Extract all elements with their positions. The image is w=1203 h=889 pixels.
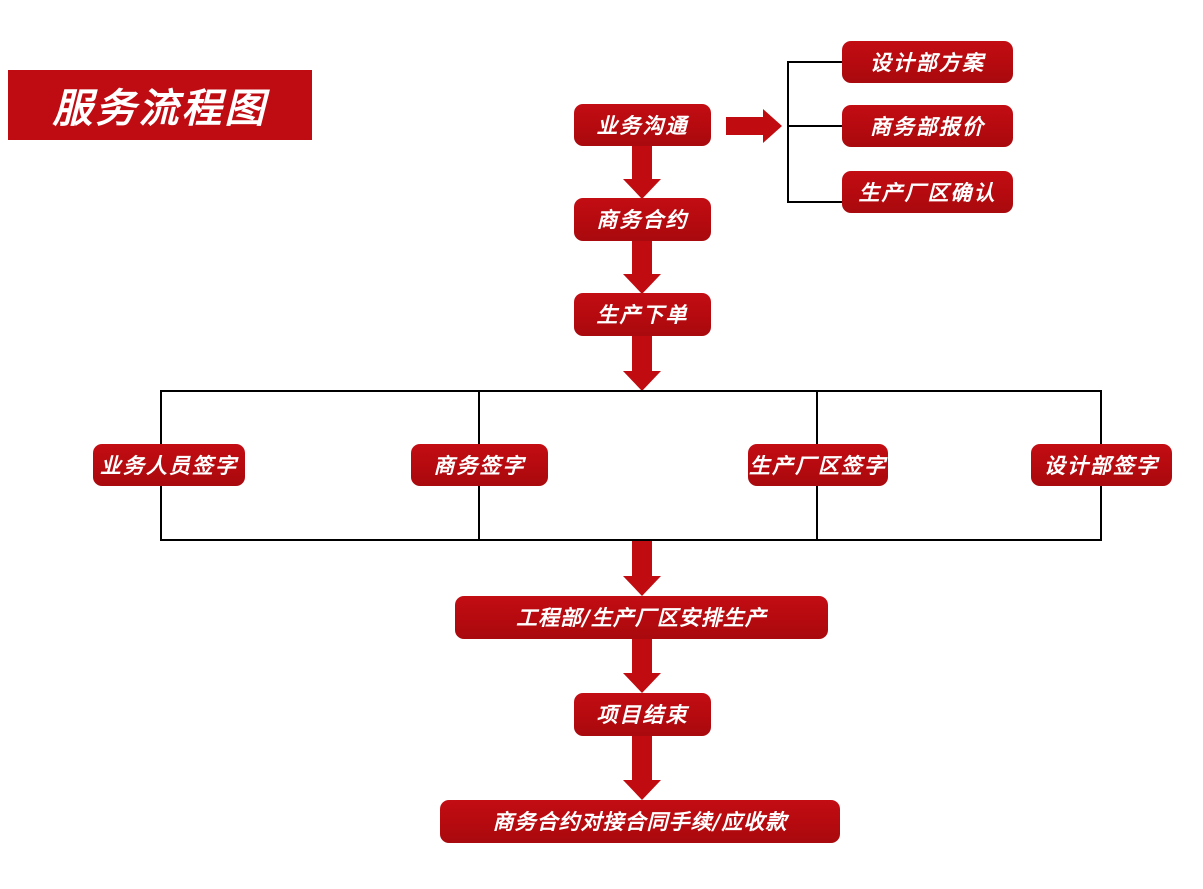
arrow-head bbox=[623, 780, 661, 800]
arrow-shaft bbox=[632, 336, 652, 372]
node-start-label: 业务沟通 bbox=[596, 112, 689, 138]
arrow-start-to-branches bbox=[726, 109, 782, 143]
node-project-end[interactable]: 项目结束 bbox=[574, 693, 711, 736]
branch-bracket-spine bbox=[787, 61, 789, 203]
signature-rail-top bbox=[160, 390, 1102, 392]
arrow-shaft bbox=[632, 541, 652, 577]
node-contract-settlement-label: 商务合约对接合同手续/应收款 bbox=[492, 809, 788, 834]
node-branch-factory-confirm[interactable]: 生产厂区确认 bbox=[842, 171, 1013, 213]
node-production-arrangement-label: 工程部/生产厂区安排生产 bbox=[516, 605, 767, 630]
node-branch-design[interactable]: 设计部方案 bbox=[842, 41, 1013, 83]
branch-bracket-arm-3 bbox=[787, 201, 842, 203]
node-production-arrangement[interactable]: 工程部/生产厂区安排生产 bbox=[455, 596, 828, 639]
node-branch-quotation-label: 商务部报价 bbox=[870, 113, 985, 139]
node-signature-factory-label: 生产厂区签字 bbox=[749, 452, 887, 478]
arrow-shaft bbox=[632, 241, 652, 275]
node-project-end-label: 项目结束 bbox=[596, 702, 689, 727]
node-branch-quotation[interactable]: 商务部报价 bbox=[842, 105, 1013, 147]
node-signature-sales-label: 业务人员签字 bbox=[100, 452, 238, 478]
page-title: 服务流程图 bbox=[52, 85, 268, 132]
arrow-head bbox=[763, 109, 782, 143]
node-branch-design-label: 设计部方案 bbox=[870, 49, 985, 75]
node-production-order[interactable]: 生产下单 bbox=[574, 293, 711, 336]
arrow-shaft bbox=[632, 639, 652, 674]
branch-bracket-arm-2 bbox=[787, 125, 842, 127]
node-business-contract-label: 商务合约 bbox=[596, 207, 689, 232]
arrow-head bbox=[623, 371, 661, 391]
node-start[interactable]: 业务沟通 bbox=[574, 104, 711, 146]
node-signature-design[interactable]: 设计部签字 bbox=[1031, 444, 1172, 486]
node-business-contract[interactable]: 商务合约 bbox=[574, 198, 711, 241]
node-contract-settlement[interactable]: 商务合约对接合同手续/应收款 bbox=[440, 800, 840, 843]
arrow-head bbox=[623, 576, 661, 596]
signature-rail-bottom bbox=[160, 539, 1102, 541]
node-signature-business[interactable]: 商务签字 bbox=[411, 444, 548, 486]
arrow-shaft bbox=[632, 146, 652, 180]
title-banner: 服务流程图 bbox=[8, 70, 312, 140]
arrow-shaft bbox=[726, 117, 764, 135]
arrow-shaft bbox=[632, 736, 652, 781]
node-production-order-label: 生产下单 bbox=[596, 302, 689, 327]
arrow-head bbox=[623, 274, 661, 294]
node-branch-factory-confirm-label: 生产厂区确认 bbox=[858, 179, 997, 205]
node-signature-design-label: 设计部签字 bbox=[1044, 452, 1159, 478]
node-signature-sales[interactable]: 业务人员签字 bbox=[93, 444, 245, 486]
arrow-head bbox=[623, 673, 661, 693]
arrow-head bbox=[623, 179, 661, 199]
branch-bracket-arm-1 bbox=[787, 61, 842, 63]
node-signature-business-label: 商务签字 bbox=[433, 452, 526, 478]
node-signature-factory[interactable]: 生产厂区签字 bbox=[748, 444, 888, 486]
